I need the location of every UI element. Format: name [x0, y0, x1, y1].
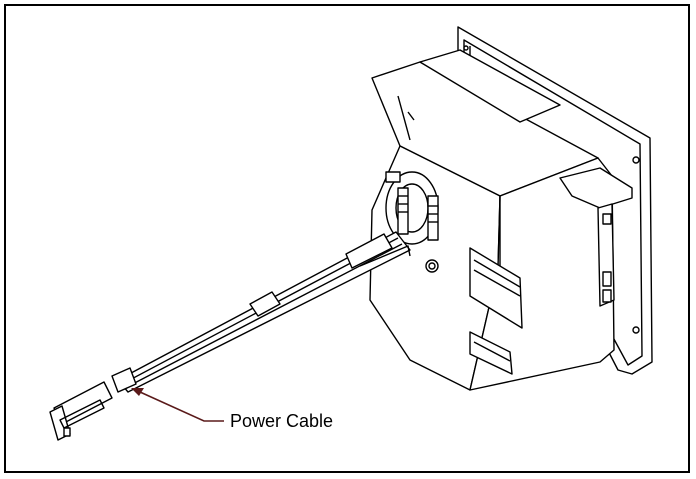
connector-plug [49, 367, 137, 441]
power-cable-label: Power Cable [230, 411, 334, 431]
callout-leader [131, 388, 224, 422]
power-cable [117, 231, 411, 393]
cable-gland [385, 171, 439, 245]
